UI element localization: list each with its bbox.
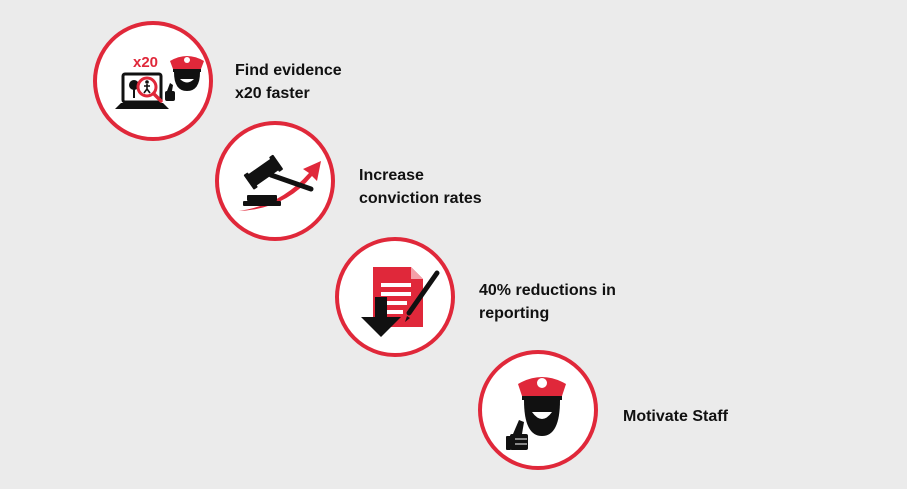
x20-badge: x20 (133, 54, 158, 71)
officer-thumbs-up-icon (506, 377, 566, 450)
step-3-circle (335, 237, 455, 357)
step-3-line-2: reporting (479, 305, 550, 322)
step-2-circle (215, 121, 335, 241)
step-2-line-1: Increase (359, 167, 424, 184)
step-4-line-1: Motivate Staff (623, 408, 728, 425)
step-1-label: Find evidence x20 faster (235, 59, 342, 105)
step-1-circle: x20 (93, 21, 213, 141)
step-2-label: Increase conviction rates (359, 164, 482, 210)
step-1-line-2: x20 faster (235, 85, 310, 102)
step-3-line-1: 40% reductions in (479, 282, 616, 299)
step-3-label: 40% reductions in reporting (479, 279, 616, 325)
step-4-circle (478, 350, 598, 470)
document-down-arrow-icon (361, 267, 440, 337)
step-2-line-2: conviction rates (359, 190, 482, 207)
step-1-line-1: Find evidence (235, 62, 342, 79)
step-4-label: Motivate Staff (623, 405, 728, 428)
gavel-up-arrow-icon (239, 154, 321, 211)
laptop-search-officer-icon: x20 (115, 54, 204, 109)
